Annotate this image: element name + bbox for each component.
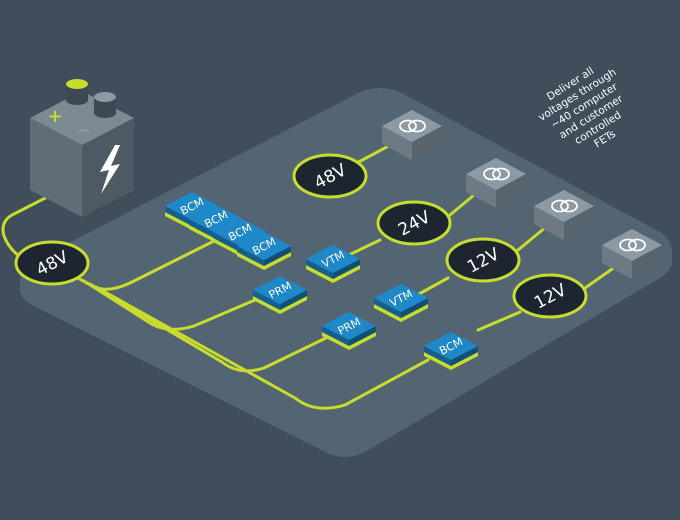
load-top-face [466, 158, 526, 190]
module-left-face [165, 206, 192, 226]
module-right-face [280, 290, 307, 310]
voltage-bubble: 12V [512, 273, 588, 319]
module-left-face [253, 290, 280, 310]
module-right-face [349, 326, 376, 346]
voltage-bubble: 48V [14, 240, 90, 286]
module-block: PRM [322, 312, 376, 350]
load-right-face [412, 126, 442, 160]
voltage-bubble: 24V [376, 200, 452, 246]
load-right-face [564, 206, 594, 240]
module-left-face [189, 219, 216, 239]
module-top-face [322, 312, 376, 340]
load-top-face [382, 110, 442, 142]
module-base-stripe [424, 352, 478, 370]
voltage-bubble: 48V [292, 153, 368, 199]
module-block: VTM [374, 284, 428, 322]
load-right-face [496, 174, 526, 208]
module-top-face [374, 284, 428, 312]
module-top-face [237, 232, 291, 260]
load-left-face [534, 206, 564, 240]
fet-load-icon [534, 190, 594, 240]
load-left-face [382, 126, 412, 160]
lightning-bolt-icon [100, 145, 120, 194]
module-right-face [264, 246, 291, 266]
battery-positive-symbol: + [47, 106, 62, 127]
annotation: Deliver all voltages through ~40 compute… [536, 65, 625, 150]
fet-load-icon [602, 229, 662, 279]
module-base-stripe [306, 265, 360, 283]
fet-symbol-icon [483, 167, 510, 181]
battery-left-face [30, 118, 82, 217]
voltage-bubble: 12V [445, 237, 521, 283]
fet-symbol-icon [551, 199, 578, 213]
module-left-face [213, 232, 240, 252]
module-right-face [333, 259, 360, 279]
module-top-face [424, 332, 478, 360]
module-block: PRM [253, 276, 307, 314]
module-top-face [306, 245, 360, 273]
module-block: BCM [237, 232, 291, 270]
module-left-face [306, 259, 333, 279]
battery-positive-terminal [66, 79, 88, 105]
load-left-face [466, 174, 496, 208]
module-left-face [322, 326, 349, 346]
module-left-face [374, 298, 401, 318]
battery-negative-symbol: − [76, 120, 91, 141]
module-left-face [424, 346, 451, 366]
module-base-stripe [237, 252, 291, 270]
fet-load-icon [466, 158, 526, 208]
load-top-face [534, 190, 594, 222]
module-base-stripe [253, 296, 307, 314]
module-right-face [451, 346, 478, 366]
fet-symbol-icon [619, 238, 646, 252]
module-base-stripe [374, 304, 428, 322]
load-right-face [632, 245, 662, 279]
module-top-face [253, 276, 307, 304]
module-block: BCM [424, 332, 478, 370]
fet-symbol-icon [399, 119, 426, 133]
battery: + − [30, 79, 134, 217]
load-top-face [602, 229, 662, 261]
module-right-face [401, 298, 428, 318]
module-block: VTM [306, 245, 360, 283]
battery-negative-terminal [94, 92, 116, 118]
module-base-stripe [322, 332, 376, 350]
module-left-face [237, 246, 264, 266]
fet-load-icon [382, 110, 442, 160]
load-left-face [602, 245, 632, 279]
